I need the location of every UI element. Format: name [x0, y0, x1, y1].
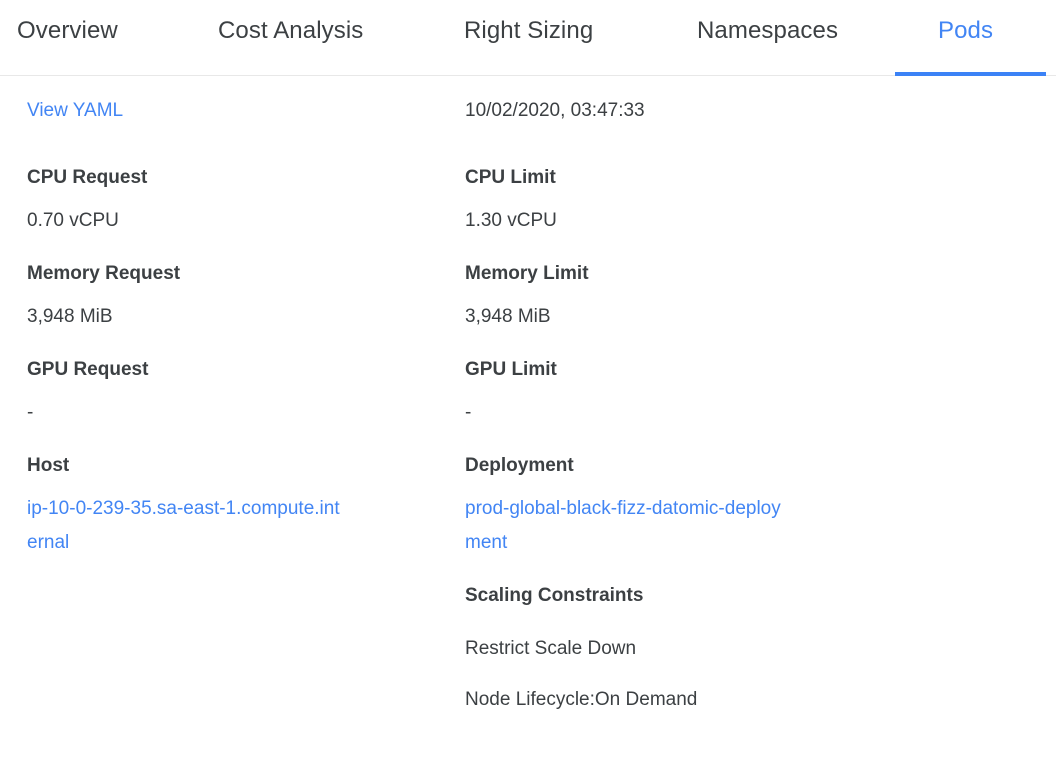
field-value-memory-request: 3,948 MiB [27, 306, 113, 327]
scaling-constraints-section: Scaling Constraints Restrict Scale Down … [465, 582, 795, 717]
field-value-gpu-request: - [27, 402, 34, 423]
field-value-cpu-request: 0.70 vCPU [27, 210, 119, 231]
scaling-constraint-item: Node Lifecycle:On Demand [465, 689, 698, 710]
tab-right-sizing[interactable]: Right Sizing [464, 17, 594, 44]
field-host: Host ip-10-0-239-35.sa-east-1.compute.in… [27, 452, 357, 560]
view-yaml-link[interactable]: View YAML [27, 100, 124, 121]
field-memory-limit: Memory Limit 3,948 MiB [465, 260, 795, 334]
field-label-cpu-limit: CPU Limit [465, 167, 556, 188]
tab-overview[interactable]: Overview [17, 17, 118, 44]
tab-bar: Overview Cost Analysis Right Sizing Name… [0, 0, 1056, 76]
view-yaml-row: View YAML [27, 94, 357, 128]
field-label-cpu-request: CPU Request [27, 167, 148, 188]
field-deployment: Deployment prod-global-black-fizz-datomi… [465, 452, 795, 560]
scaling-constraints-heading: Scaling Constraints [465, 585, 644, 606]
field-gpu-limit: GPU Limit - [465, 356, 795, 430]
field-cpu-limit: CPU Limit 1.30 vCPU [465, 164, 795, 238]
field-value-host-link[interactable]: ip-10-0-239-35.sa-east-1.compute.interna… [27, 498, 340, 553]
pod-timestamp: 10/02/2020, 03:47:33 [465, 100, 645, 121]
active-tab-indicator [895, 72, 1046, 76]
tab-pods[interactable]: Pods [938, 17, 994, 44]
field-memory-request: Memory Request 3,948 MiB [27, 260, 357, 334]
field-gpu-request: GPU Request - [27, 356, 357, 430]
field-value-cpu-limit: 1.30 vCPU [465, 210, 557, 231]
detail-column-left: View YAML CPU Request 0.70 vCPU Memory R… [27, 94, 357, 582]
detail-column-right: 10/02/2020, 03:47:33 CPU Limit 1.30 vCPU… [465, 94, 795, 739]
timestamp-row: 10/02/2020, 03:47:33 [465, 94, 795, 128]
scaling-constraint-item: Restrict Scale Down [465, 638, 637, 659]
field-label-gpu-request: GPU Request [27, 359, 149, 380]
field-value-deployment-link[interactable]: prod-global-black-fizz-datomic-deploymen… [465, 498, 781, 553]
field-label-host: Host [27, 455, 70, 476]
field-value-gpu-limit: - [465, 402, 472, 423]
field-cpu-request: CPU Request 0.70 vCPU [27, 164, 357, 238]
field-label-gpu-limit: GPU Limit [465, 359, 557, 380]
tab-cost-analysis[interactable]: Cost Analysis [218, 17, 364, 44]
tab-namespaces[interactable]: Namespaces [697, 17, 839, 44]
field-label-memory-request: Memory Request [27, 263, 181, 284]
field-label-deployment: Deployment [465, 455, 574, 476]
field-value-memory-limit: 3,948 MiB [465, 306, 551, 327]
field-label-memory-limit: Memory Limit [465, 263, 589, 284]
pod-detail-content: View YAML CPU Request 0.70 vCPU Memory R… [0, 76, 1056, 758]
